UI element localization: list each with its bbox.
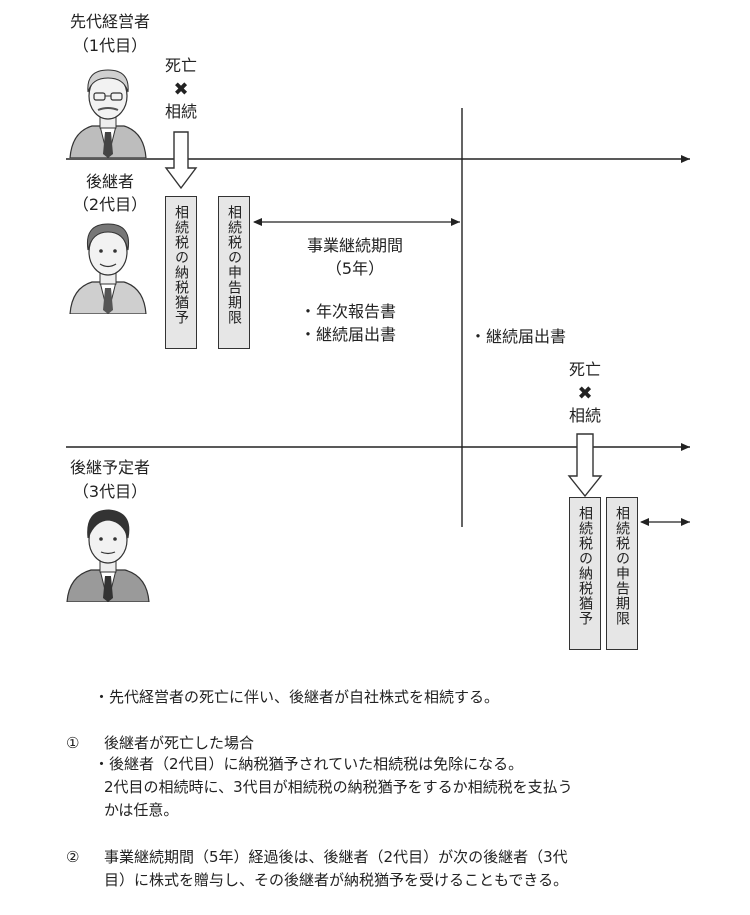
g3-filing-deadline-box: 相続税の申告期限 [606, 497, 638, 650]
case1-line1: ・後継者（2代目）に納税猶予されていた相続税は免除になる。 [94, 755, 524, 773]
second-death-label: 死亡 [568, 360, 601, 379]
g2-tax-deferral-box: 相続税の納税猶予 [165, 196, 197, 349]
case1-line2: 2代目の相続時に、3代目が相続税の納税猶予をするか相続税を支払う [104, 778, 573, 796]
inherit-arrow-2 [567, 433, 603, 498]
avatar-third-generation [66, 509, 150, 602]
case1-line3: かは任意。 [104, 801, 179, 819]
third-generation-name: 後継予定者 [69, 458, 150, 477]
death-mark-icon: ✖ [173, 79, 189, 100]
case2-line2: 目）に株式を贈与し、その後継者が納税猶予を受けることもできる。 [104, 871, 569, 889]
case1-number: ① [66, 734, 80, 752]
g2-tax-deferral-text: 相続税の納税猶予 [173, 205, 189, 325]
g3-tax-deferral-box: 相続税の納税猶予 [569, 497, 601, 650]
inherit-arrow-1 [164, 131, 198, 190]
second-generation-label: （2代目） [72, 195, 148, 214]
second-inherit-label: 相続 [568, 406, 601, 425]
continuation-notice-item: ・継続届出書 [300, 325, 397, 344]
second-generation-name: 後継者 [85, 172, 134, 191]
g2-filing-deadline-box: 相続税の申告期限 [218, 196, 250, 349]
g3-tax-deferral-text: 相続税の納税猶予 [577, 506, 593, 626]
first-death-label: 死亡 [164, 56, 197, 75]
avatar-second-generation [69, 223, 147, 314]
after-period-continuation-notice: ・継続届出書 [470, 327, 567, 346]
g3-filing-deadline-text: 相続税の申告期限 [614, 506, 630, 626]
third-generation-label: （3代目） [72, 482, 148, 501]
case2-line1: 事業継続期間（5年）経過後は、後継者（2代目）が次の後継者（3代 [104, 848, 568, 866]
first-generation-name: 先代経営者 [69, 12, 150, 31]
death-mark-icon: ✖ [577, 383, 593, 404]
first-generation-label: （1代目） [72, 36, 148, 55]
first-inherit-label: 相続 [164, 102, 197, 121]
g2-filing-deadline-text: 相続税の申告期限 [226, 205, 242, 325]
business-continuation-period-years: （5年） [325, 259, 385, 278]
intro-note: ・先代経営者の死亡に伴い、後継者が自社株式を相続する。 [94, 688, 500, 706]
case2-number: ② [66, 848, 80, 866]
business-continuation-period-label: 事業継続期間 [306, 236, 403, 255]
annual-report-item: ・年次報告書 [300, 302, 397, 321]
case1-title: 後継者が死亡した場合 [104, 734, 255, 752]
avatar-first-generation [69, 69, 147, 158]
